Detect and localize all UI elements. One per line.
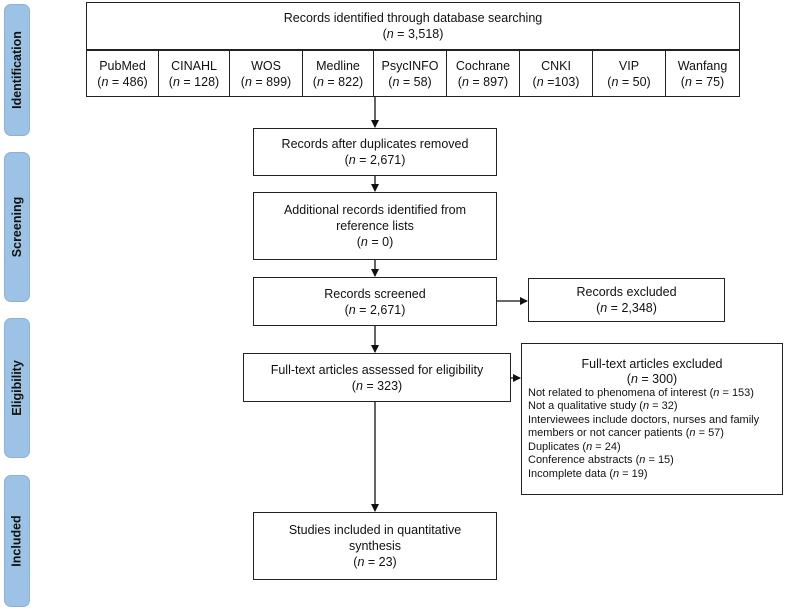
database-count: (n = 75) bbox=[680, 74, 725, 89]
database-box-psycinfo: PsycINFO(n = 58) bbox=[373, 50, 447, 97]
database-name: VIP bbox=[618, 58, 640, 73]
records-identified-title: Records identified through database sear… bbox=[283, 11, 543, 25]
database-box-cnki: CNKI(n =103) bbox=[519, 50, 593, 97]
database-name: PubMed bbox=[99, 58, 146, 73]
phase-identification: Identification bbox=[4, 4, 30, 136]
duplicates-removed-count: (n = 2,671) bbox=[344, 153, 406, 167]
records-identified-count: (n = 3,518) bbox=[382, 27, 444, 41]
fulltext-excluded-count: (n = 300) bbox=[626, 371, 678, 386]
exclusion-reason: Not related to phenomena of interest (n … bbox=[528, 386, 754, 399]
additional-records-count: (n = 0) bbox=[356, 235, 394, 249]
studies-included-title: Studies included in quantitative synthes… bbox=[288, 523, 462, 553]
database-name: WOS bbox=[251, 58, 281, 73]
records-excluded-count: (n = 2,348) bbox=[596, 301, 657, 315]
database-count: (n = 897) bbox=[457, 74, 509, 89]
records-identified-box: Records identified through database sear… bbox=[86, 2, 740, 50]
database-box-wanfang: Wanfang(n = 75) bbox=[665, 50, 740, 97]
records-excluded-box: Records excluded (n = 2,348) bbox=[528, 278, 725, 322]
fulltext-excluded-title: Full-text articles excluded bbox=[581, 356, 723, 371]
phase-label: Screening bbox=[10, 196, 24, 258]
exclusion-reason: Incomplete data (n = 19) bbox=[528, 467, 648, 480]
studies-included-box: Studies included in quantitative synthes… bbox=[253, 512, 497, 580]
database-name: Cochrane bbox=[455, 58, 511, 73]
database-name: CNKI bbox=[541, 58, 571, 73]
studies-included-count: (n = 23) bbox=[353, 555, 397, 569]
additional-records-box: Additional records identified from refer… bbox=[253, 192, 497, 260]
database-name: CINAHL bbox=[171, 58, 217, 73]
records-screened-title: Records screened bbox=[324, 286, 426, 301]
duplicates-removed-box: Records after duplicates removed (n = 2,… bbox=[253, 128, 497, 176]
database-box-medline: Medline(n = 822) bbox=[302, 50, 374, 97]
database-count: (n = 58) bbox=[388, 74, 432, 89]
database-count: (n = 486) bbox=[97, 74, 148, 89]
phase-screening: Screening bbox=[4, 152, 30, 302]
fulltext-assessed-box: Full-text articles assessed for eligibil… bbox=[243, 353, 511, 402]
phase-included: Included bbox=[4, 475, 30, 607]
database-name: Medline bbox=[316, 58, 360, 73]
exclusion-reason: Duplicates (n = 24) bbox=[528, 440, 621, 453]
database-box-wos: WOS(n = 899) bbox=[229, 50, 303, 97]
duplicates-removed-title: Records after duplicates removed bbox=[281, 137, 469, 151]
phase-label: Eligibility bbox=[10, 360, 24, 416]
fulltext-excluded-box: Full-text articles excluded (n = 300) No… bbox=[521, 343, 783, 495]
fulltext-assessed-count: (n = 323) bbox=[351, 378, 403, 393]
database-box-pubmed: PubMed(n = 486) bbox=[86, 50, 159, 97]
records-screened-count: (n = 2,671) bbox=[344, 302, 406, 317]
database-box-vip: VIP(n = 50) bbox=[592, 50, 666, 97]
database-count: (n = 50) bbox=[607, 74, 651, 89]
fulltext-assessed-title: Full-text articles assessed for eligibil… bbox=[270, 362, 484, 377]
database-name: PsycINFO bbox=[381, 58, 439, 73]
exclusion-reason: Interviewees include doctors, nurses and… bbox=[528, 413, 760, 440]
additional-records-title: Additional records identified from refer… bbox=[283, 203, 467, 233]
database-count: (n =103) bbox=[532, 74, 580, 89]
database-count: (n = 128) bbox=[168, 74, 220, 89]
database-count: (n = 899) bbox=[240, 74, 292, 89]
database-name: Wanfang bbox=[677, 58, 728, 73]
exclusion-reason: Not a qualitative study (n = 32) bbox=[528, 400, 678, 413]
database-count: (n = 822) bbox=[312, 74, 364, 89]
phase-eligibility: Eligibility bbox=[4, 318, 30, 458]
exclusion-reason: Conference abstracts (n = 15) bbox=[528, 454, 674, 467]
records-screened-box: Records screened (n = 2,671) bbox=[253, 277, 497, 326]
phase-label: Included bbox=[10, 515, 24, 567]
database-box-cinahl: CINAHL(n = 128) bbox=[158, 50, 230, 97]
phase-label: Identification bbox=[10, 31, 24, 109]
database-box-cochrane: Cochrane(n = 897) bbox=[446, 50, 520, 97]
records-excluded-title: Records excluded bbox=[576, 285, 677, 299]
